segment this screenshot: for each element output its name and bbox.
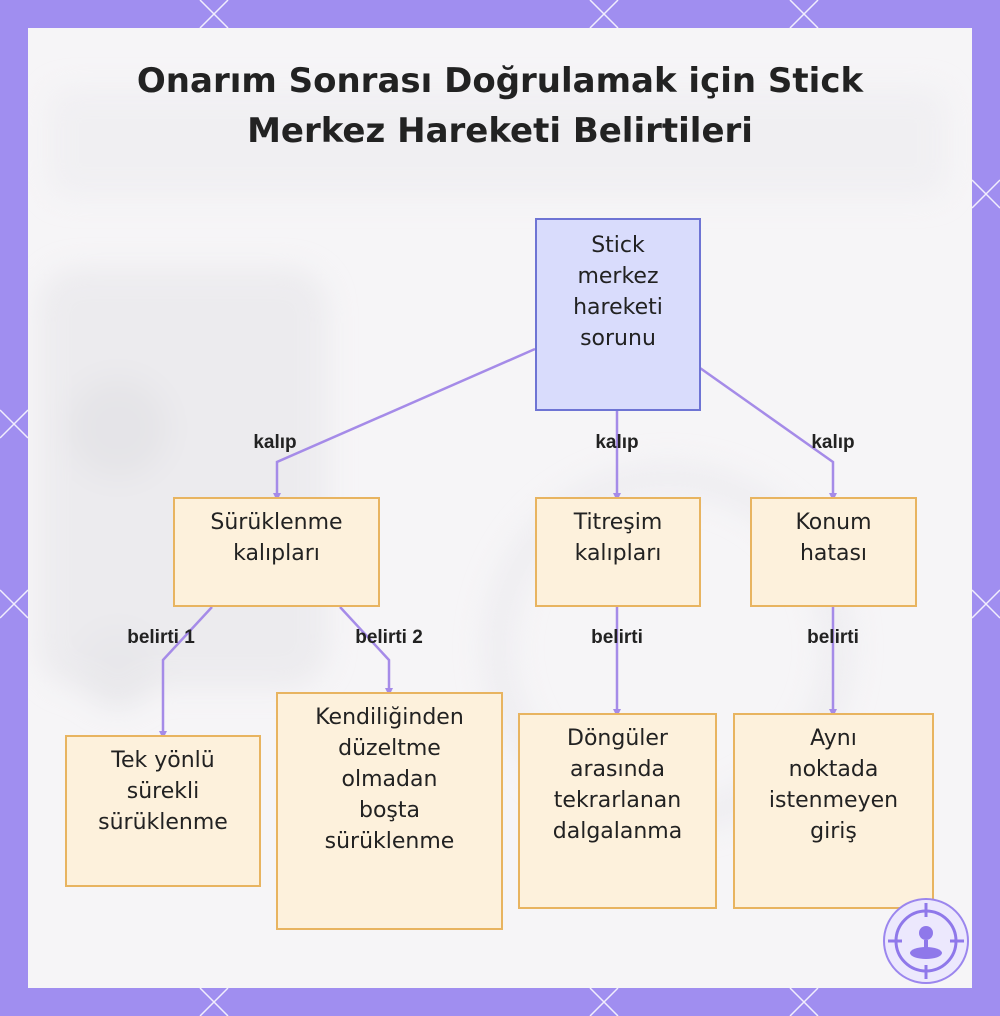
node-same-spot-input: Aynı noktada istenmeyen giriş <box>733 713 934 909</box>
edge-drift-idle <box>339 606 393 696</box>
page-title: Onarım Sonrası Doğrulamak için Stick Mer… <box>0 56 1000 156</box>
edge-label-root-drift: kalıp <box>253 432 297 453</box>
node-cycle-ripple: Döngüler arasında tekrarlanan dalgalanma <box>518 713 717 909</box>
edge-label-drift-idle: belirti 2 <box>355 627 423 648</box>
edge-root-position <box>699 366 837 501</box>
edge-label-drift-oneway: belirti 1 <box>127 627 195 648</box>
edge-root-drift <box>273 347 536 501</box>
node-idle-drift: Kendiliğinden düzeltme olmadan boşta sür… <box>276 692 503 930</box>
node-one-way-drift: Tek yönlü sürekli sürüklenme <box>65 735 261 887</box>
node-position-error: Konum hatası <box>750 497 917 607</box>
edge-label-position-samespot: belirti <box>807 627 859 648</box>
title-line-1: Onarım Sonrası Doğrulamak için Stick <box>136 61 864 101</box>
edge-label-root-vibration: kalıp <box>595 432 639 453</box>
edge-drift-oneway <box>159 606 213 739</box>
node-drift-patterns: Sürüklenme kalıpları <box>173 497 380 607</box>
joystick-target-icon <box>883 898 969 984</box>
node-vibration-patterns: Titreşim kalıpları <box>535 497 701 607</box>
edge-label-root-position: kalıp <box>811 432 855 453</box>
title-line-2: Merkez Hareketi Belirtileri <box>247 111 753 151</box>
node-root: Stick merkez hareketi sorunu <box>535 218 701 411</box>
edge-label-vibration-ripple: belirti <box>591 627 643 648</box>
